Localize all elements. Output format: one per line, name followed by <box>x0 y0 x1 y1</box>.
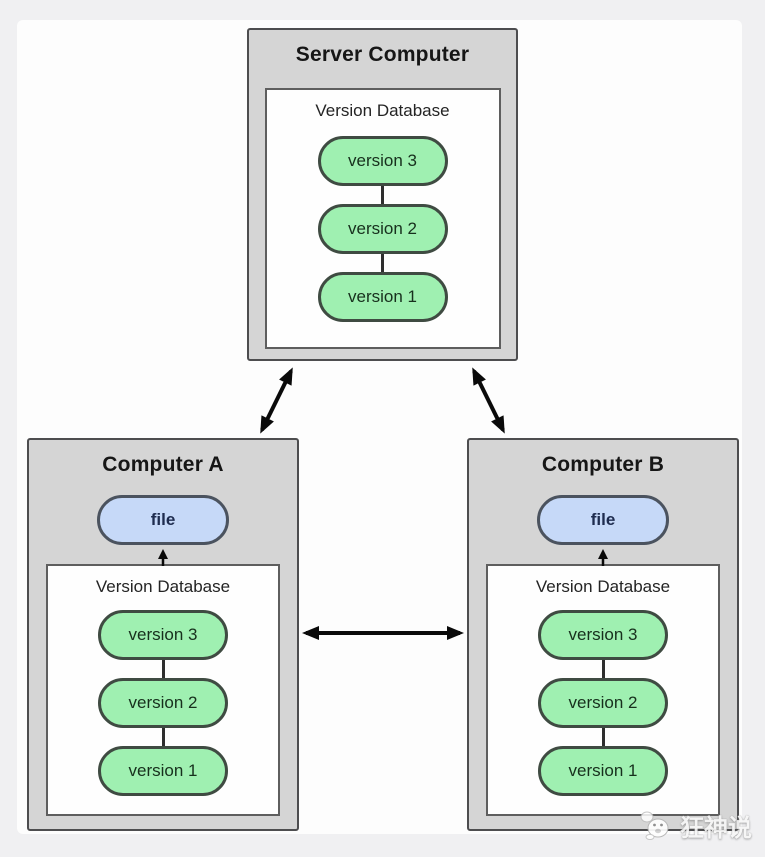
pill-connector-line <box>161 660 165 678</box>
version-pill: version 3 <box>538 610 668 660</box>
pill-connector-line <box>381 254 384 272</box>
pill-connector-line <box>601 660 605 678</box>
computer-b-box: Computer B file Version Database version… <box>467 438 739 831</box>
watermark: 狂神说 <box>637 805 752 845</box>
version-stack: version 3 version 2 version 1 <box>98 610 228 796</box>
version-pill: version 1 <box>317 272 448 322</box>
version-database-label: Version Database <box>535 577 671 596</box>
version-pill: version 1 <box>98 746 228 796</box>
server-computer-title: Server Computer <box>295 43 470 66</box>
file-pill: file <box>97 495 229 545</box>
watermark-text: 狂神说 <box>680 814 752 842</box>
version-stack: version 3 version 2 version 1 <box>538 610 668 796</box>
server-version-database-box: Version Database version 3 version 2 ver… <box>264 88 501 349</box>
chick-mascot-logo-icon <box>640 811 669 840</box>
version-pill: version 2 <box>538 678 668 728</box>
version-pill: version 3 <box>317 136 448 186</box>
computer-a-title: Computer A <box>102 453 224 476</box>
computer-a-version-database-box: Version Database version 3 version 2 ver… <box>46 564 280 816</box>
pill-connector-line <box>601 728 605 746</box>
version-database-label: Version Database <box>95 577 231 596</box>
server-computer-box: Server Computer Version Database version… <box>247 28 518 361</box>
pill-connector-line <box>381 186 384 204</box>
version-stack: version 3 version 2 version 1 <box>317 136 448 322</box>
version-pill: version 1 <box>538 746 668 796</box>
computer-b-title: Computer B <box>541 453 665 476</box>
computer-b-version-database-box: Version Database version 3 version 2 ver… <box>486 564 720 816</box>
version-pill: version 2 <box>98 678 228 728</box>
file-pill: file <box>537 495 669 545</box>
version-pill: version 3 <box>98 610 228 660</box>
version-pill: version 2 <box>317 204 448 254</box>
version-database-label: Version Database <box>315 101 450 120</box>
pill-connector-line <box>161 728 165 746</box>
computer-a-box: Computer A file Version Database version… <box>27 438 299 831</box>
